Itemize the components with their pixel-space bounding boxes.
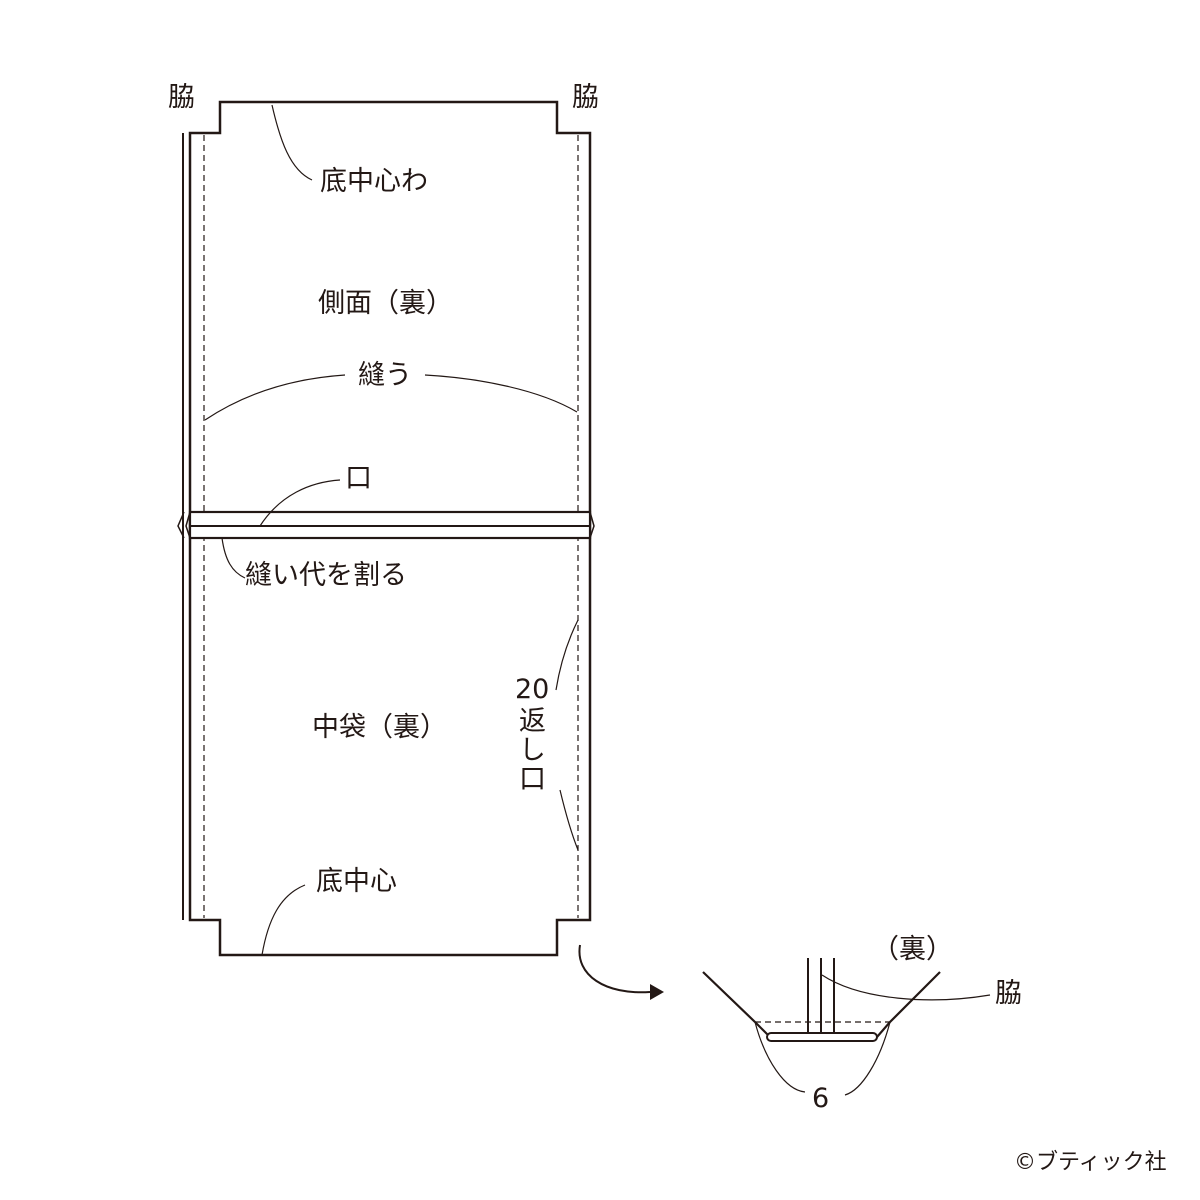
seam-notch-left — [177, 511, 191, 539]
label-side-right: 脇 — [572, 82, 599, 113]
label-opening: 口 — [345, 463, 372, 494]
label-detail-side: 脇 — [995, 978, 1022, 1009]
label-side-panel: 側面（裏） — [318, 288, 453, 319]
arrow-curve — [578, 944, 651, 994]
detail-right-edge — [876, 971, 941, 1038]
detail-gusset — [766, 1032, 878, 1042]
label-detail-size: 6 — [812, 1083, 830, 1114]
detail-left-edge — [702, 971, 771, 1038]
copyright-credit: ©ブティック社 — [1014, 1150, 1167, 1175]
label-return-opening: 返し口 — [514, 706, 545, 793]
seam-notch-right — [589, 511, 595, 539]
leader-detail-side — [821, 974, 991, 1001]
leader-bottom-fold — [271, 104, 313, 181]
label-bottom-center-fold: 底中心わ — [320, 166, 428, 197]
label-bottom-center: 底中心 — [316, 866, 397, 897]
label-side-left: 脇 — [168, 82, 195, 113]
arrow-head-icon — [650, 984, 664, 1000]
label-sew: 縫う — [358, 360, 412, 391]
leader-detail-size-right — [844, 1021, 891, 1096]
leader-opening — [259, 479, 341, 527]
label-detail-wrong-side: （裏） — [872, 934, 953, 965]
leader-sew-right — [424, 374, 578, 413]
leader-press — [221, 537, 246, 579]
leader-sew-left — [204, 374, 346, 421]
leader-bottom-center — [261, 884, 306, 956]
label-press-seam: 縫い代を割る — [245, 560, 407, 591]
leader-return-top — [555, 619, 579, 691]
label-return-size: 20 — [515, 674, 550, 705]
leader-detail-size-left — [754, 1021, 806, 1093]
bag-outline — [188, 100, 592, 957]
leader-return-bottom — [559, 789, 579, 851]
label-inner-bag: 中袋（裏） — [312, 712, 447, 743]
